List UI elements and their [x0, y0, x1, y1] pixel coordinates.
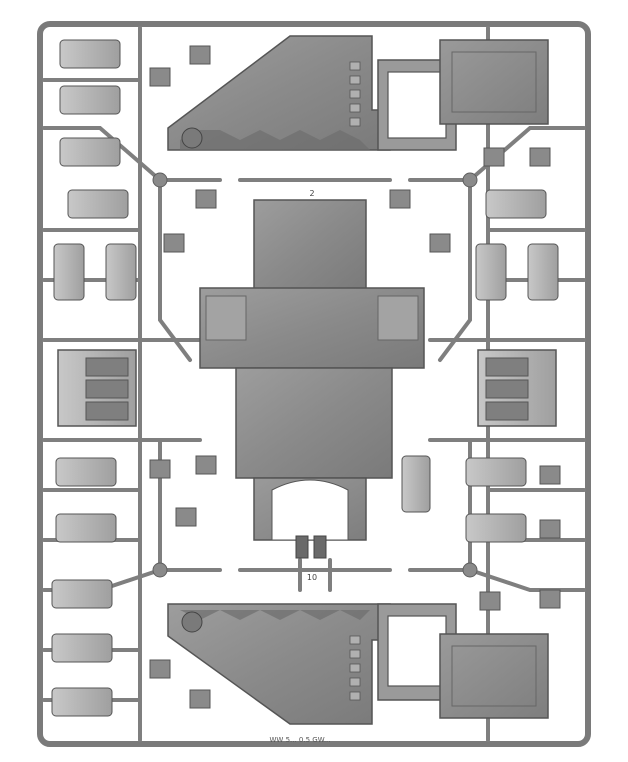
storage-block-left — [57, 349, 137, 427]
hinge-parts-right-mid — [475, 189, 559, 301]
copyright-text: WW 5... 0.5 GW... — [270, 736, 331, 744]
small-bits — [149, 45, 561, 709]
window-frame-top — [377, 59, 457, 151]
part-number-bottom: 10 — [307, 573, 317, 582]
part-number-top: 2 — [309, 189, 314, 198]
hinge-parts-left-low — [51, 457, 117, 717]
hinge-parts-left-top — [59, 39, 121, 167]
sprue-frame — [37, 21, 591, 747]
roof-panel-bottom-right — [439, 633, 549, 719]
roof-panel-top-right — [439, 39, 549, 125]
storage-block-right — [477, 349, 557, 427]
sprue-gates — [152, 172, 478, 578]
upper-hull-part — [167, 35, 391, 151]
lamp-parts — [295, 535, 327, 559]
hinge-parts-left-mid — [53, 189, 137, 301]
hinge-parts-right-low — [401, 455, 527, 543]
center-chassis-part — [199, 199, 425, 541]
lower-hull-part — [167, 603, 391, 725]
